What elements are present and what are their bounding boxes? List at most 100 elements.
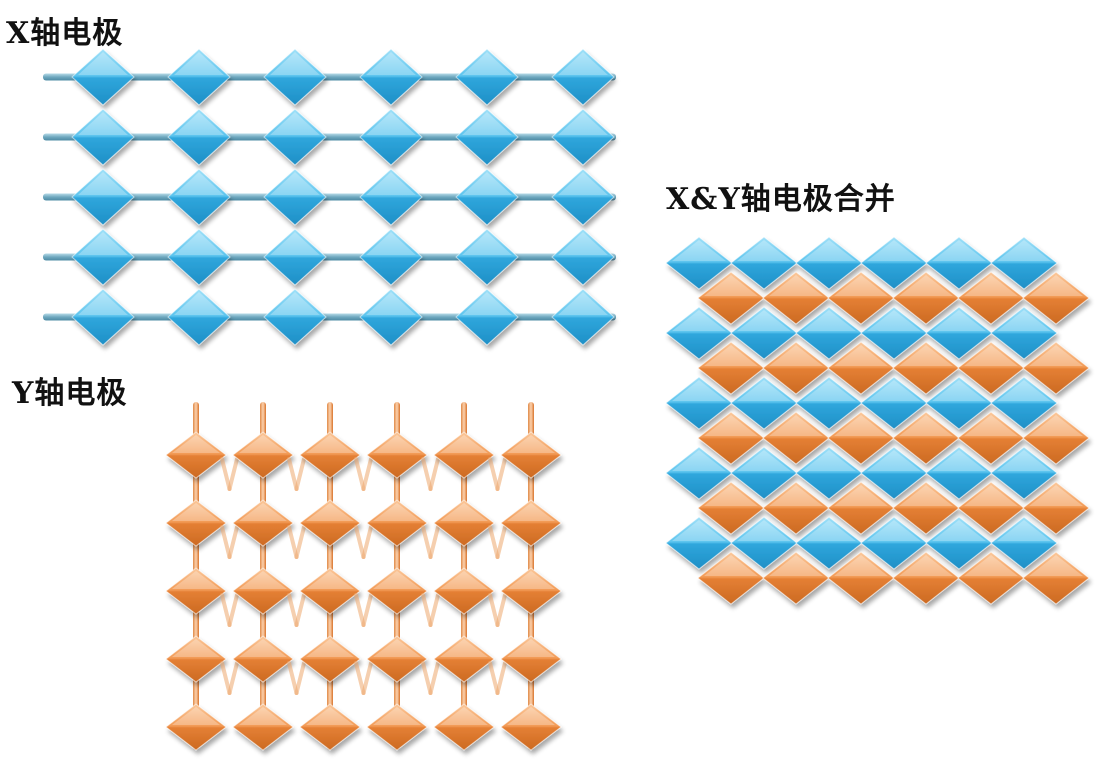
x-electrode-pad	[167, 48, 231, 106]
x-electrode-pad	[167, 288, 231, 346]
merged-y-pad	[957, 341, 1025, 395]
merged-x-pad	[925, 236, 993, 290]
x-electrode-pad	[551, 228, 615, 286]
x-electrode-pad	[551, 168, 615, 226]
merged-x-pad	[990, 236, 1058, 290]
y-electrode-pad	[366, 567, 428, 615]
merged-x-pad	[860, 376, 928, 430]
x-electrode-pad	[551, 288, 615, 346]
xy-merged-panel	[665, 236, 1090, 605]
y-lattice-link	[488, 661, 500, 695]
y-lattice-link	[361, 457, 373, 491]
merged-y-pad	[827, 481, 895, 535]
x-electrode-pad	[71, 288, 135, 346]
y-lattice-link	[227, 593, 239, 627]
x-electrode-pad	[455, 228, 519, 286]
y-electrode-pad	[500, 635, 562, 683]
merged-y-pad	[957, 481, 1025, 535]
merged-x-pad	[990, 376, 1058, 430]
merged-y-pad	[1022, 271, 1090, 325]
y-electrode-pad	[232, 703, 294, 751]
y-lattice-link	[354, 525, 366, 559]
y-lattice-link	[287, 661, 299, 695]
y-electrode-pad	[433, 635, 495, 683]
merged-x-pad	[795, 236, 863, 290]
y-lattice-link	[227, 525, 239, 559]
y-lattice-link	[294, 661, 306, 695]
y-lattice-link	[428, 593, 440, 627]
y-electrode-pad	[500, 567, 562, 615]
y-lattice-link	[421, 661, 433, 695]
xy-merged-title: X&Y轴电极合并	[666, 182, 896, 217]
x-electrode-pad	[359, 168, 423, 226]
y-lattice-link	[227, 457, 239, 491]
x-electrode-pad	[71, 228, 135, 286]
y-electrode-pad	[299, 499, 361, 547]
x-electrode-pad	[455, 288, 519, 346]
merged-y-pad	[892, 411, 960, 465]
x-electrode-pad	[359, 108, 423, 166]
y-lattice-link	[495, 525, 507, 559]
merged-y-pad	[762, 341, 830, 395]
x-electrode-pad	[359, 288, 423, 346]
y-lattice-link	[220, 525, 232, 559]
y-electrode-pad	[232, 499, 294, 547]
y-lattice-link	[428, 661, 440, 695]
x-electrode-pad	[359, 228, 423, 286]
merged-y-pad	[762, 411, 830, 465]
y-electrode-title: Y轴电极	[12, 376, 128, 411]
y-lattice-link	[220, 457, 232, 491]
y-electrode-panel	[165, 402, 562, 751]
x-electrode-pad	[551, 108, 615, 166]
merged-y-pad	[697, 271, 765, 325]
y-lattice-link	[227, 661, 239, 695]
x-electrode-pad	[359, 48, 423, 106]
merged-y-pad	[892, 481, 960, 535]
y-lattice-link	[294, 457, 306, 491]
merged-y-pad	[827, 341, 895, 395]
x-electrode-title: X轴电极	[6, 16, 124, 51]
x-electrode-pad	[455, 48, 519, 106]
y-electrode-pad	[500, 499, 562, 547]
x-electrode-pad	[263, 168, 327, 226]
x-electrode-pad	[551, 48, 615, 106]
y-electrode-pad	[165, 431, 227, 479]
y-electrode-pad	[165, 635, 227, 683]
y-electrode-pad	[232, 567, 294, 615]
x-electrode-pad	[167, 168, 231, 226]
y-electrode-pad	[366, 703, 428, 751]
y-lattice-link	[294, 525, 306, 559]
y-lattice-link	[354, 593, 366, 627]
y-electrode-pad	[165, 703, 227, 751]
merged-y-pad	[827, 411, 895, 465]
merged-y-pad	[827, 271, 895, 325]
merged-x-pad	[730, 306, 798, 360]
merged-x-pad	[795, 376, 863, 430]
y-electrode-pad	[500, 431, 562, 479]
merged-x-pad	[990, 306, 1058, 360]
y-lattice-link	[421, 593, 433, 627]
y-lattice-link	[488, 457, 500, 491]
x-electrode-pad	[71, 108, 135, 166]
y-lattice-link	[421, 457, 433, 491]
merged-y-pad	[762, 481, 830, 535]
x-electrode-pad	[263, 288, 327, 346]
y-lattice-link	[495, 661, 507, 695]
merged-x-pad	[860, 236, 928, 290]
x-electrode-pad	[455, 168, 519, 226]
y-lattice-link	[488, 593, 500, 627]
y-lattice-link	[361, 525, 373, 559]
merged-x-pad	[665, 376, 733, 430]
y-electrode-pad	[165, 567, 227, 615]
y-electrode-pad	[232, 635, 294, 683]
y-electrode-pad	[500, 703, 562, 751]
merged-x-pad	[990, 446, 1058, 500]
merged-x-pad	[925, 376, 993, 430]
merged-y-pad	[892, 271, 960, 325]
merged-y-pad	[697, 411, 765, 465]
x-electrode-pad	[263, 48, 327, 106]
y-electrode-pad	[299, 431, 361, 479]
y-electrode-pad	[299, 635, 361, 683]
y-lattice-link	[287, 525, 299, 559]
y-lattice-link	[488, 525, 500, 559]
